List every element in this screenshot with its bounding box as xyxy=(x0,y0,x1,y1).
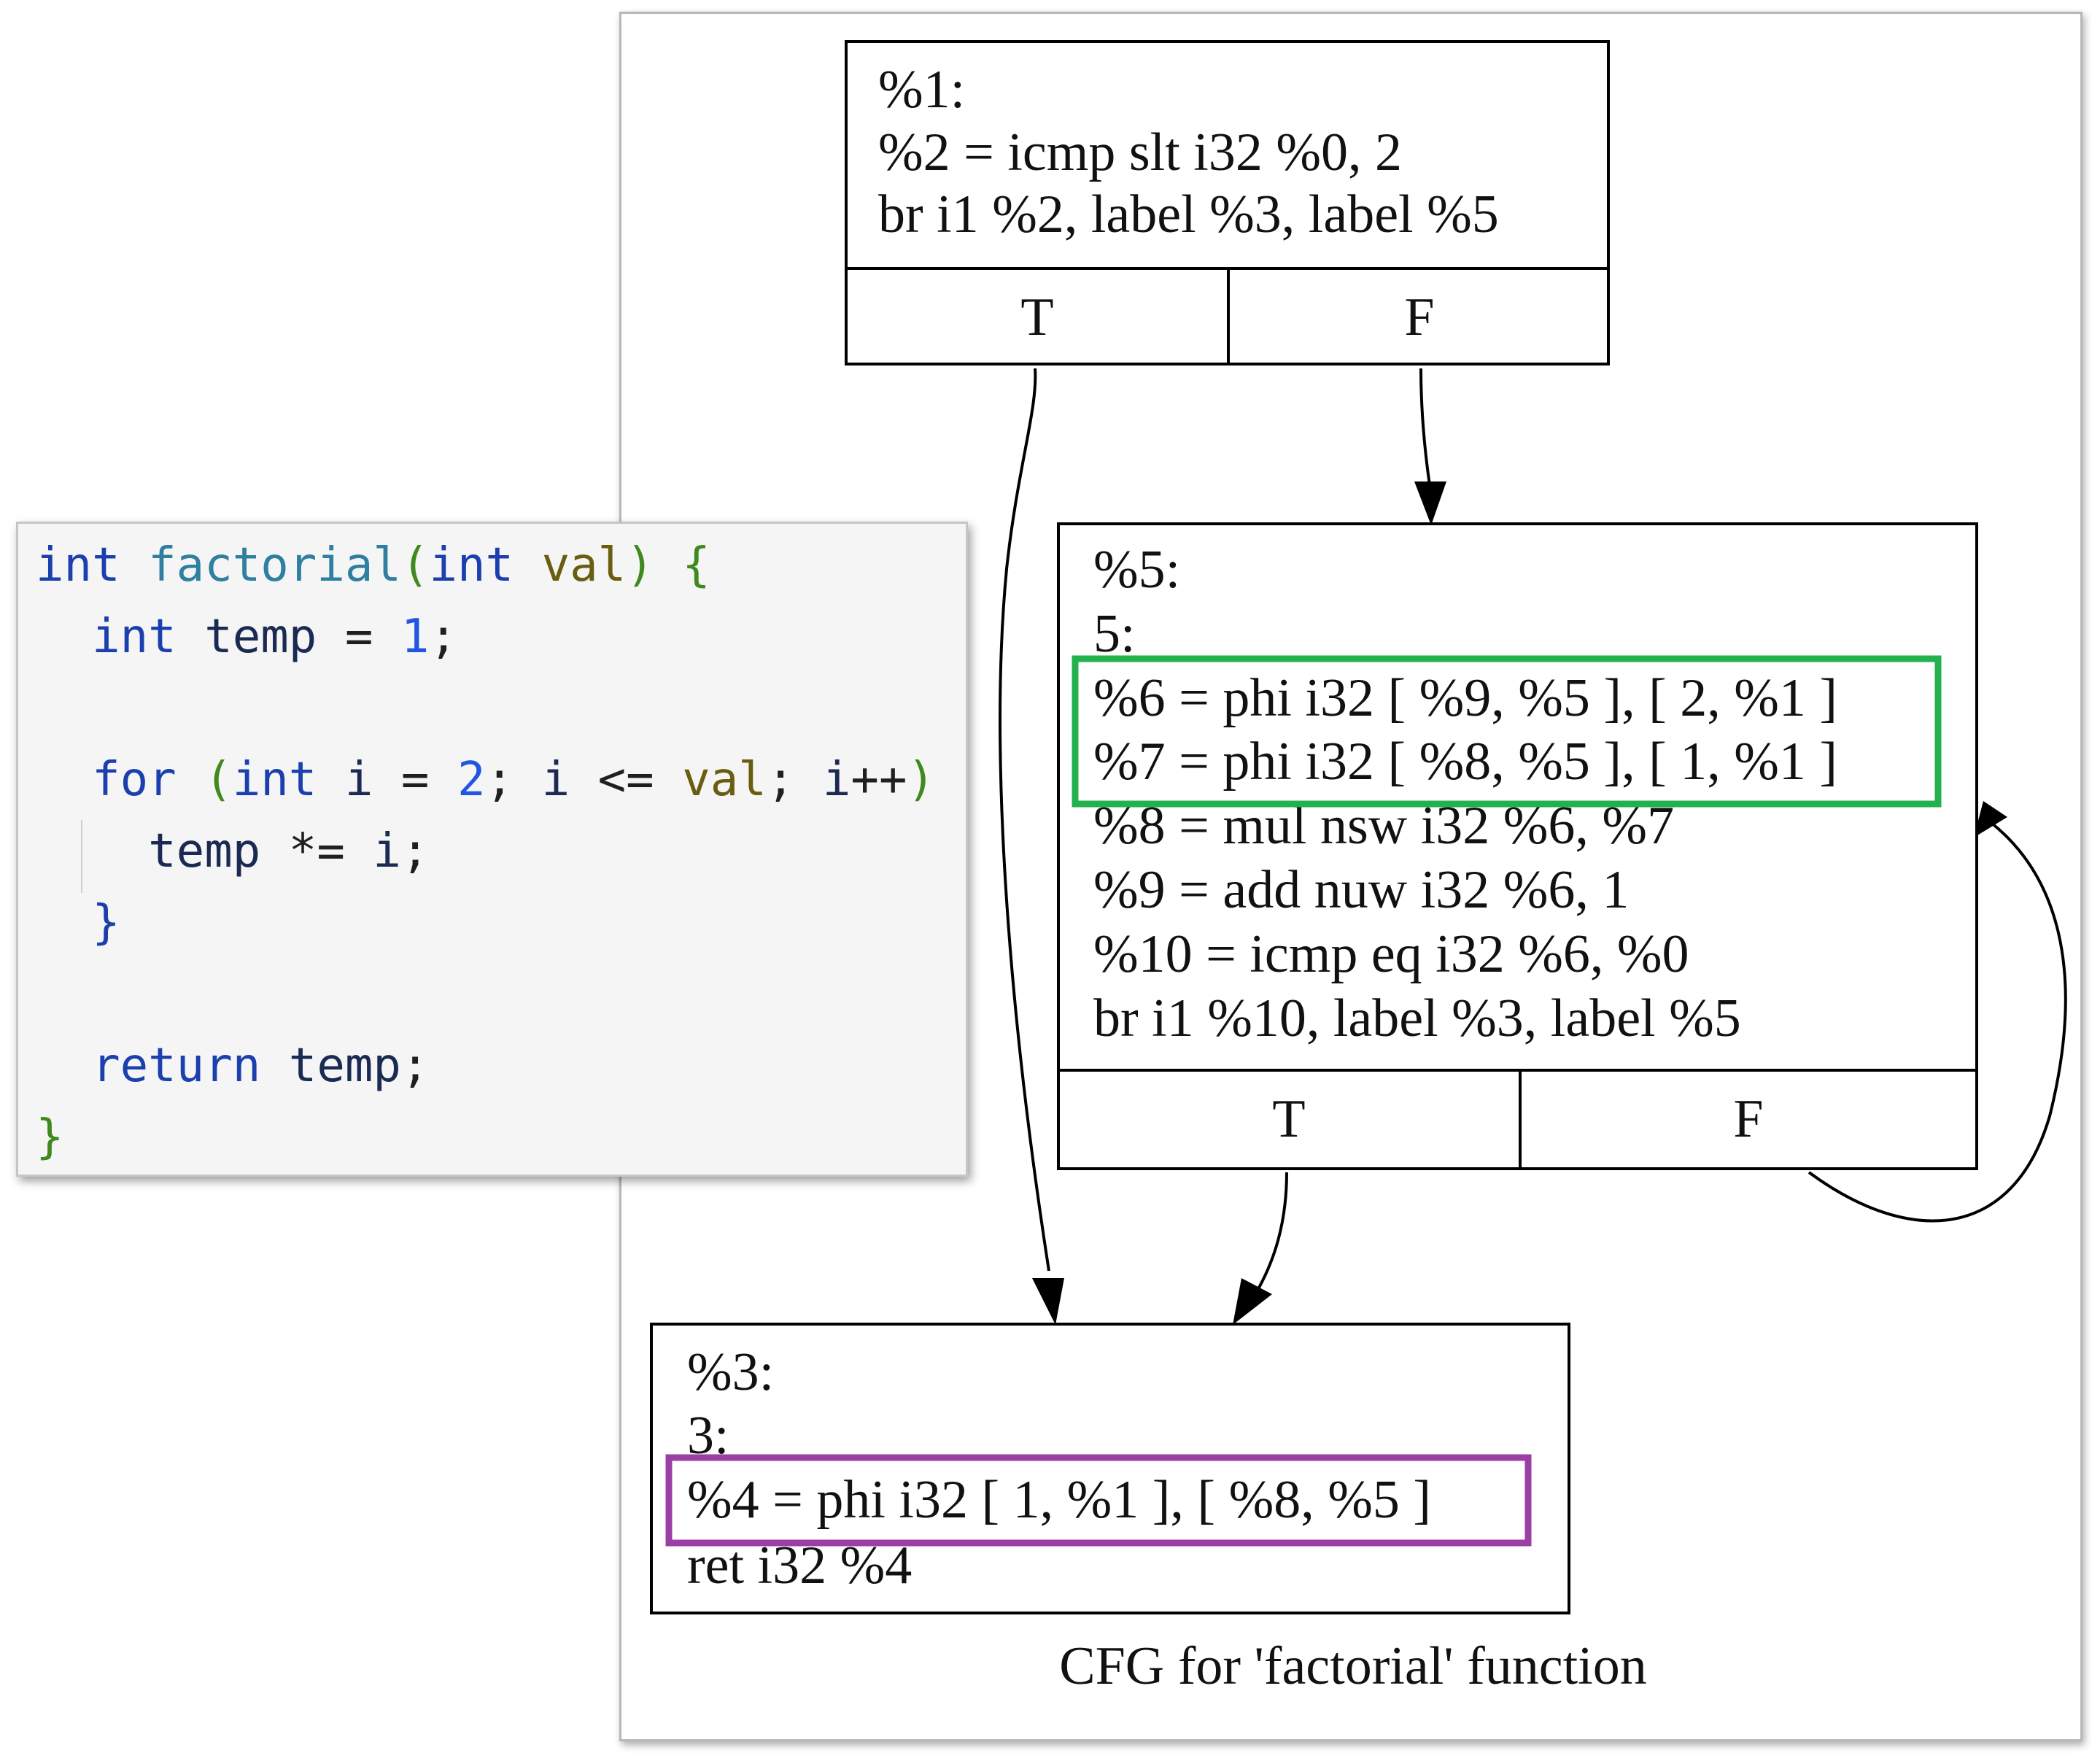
code-token: ; xyxy=(400,1039,430,1093)
edge-entry-false-to-loop xyxy=(1419,368,1431,486)
arrowhead-entry-false xyxy=(1414,481,1446,525)
code-token: ( xyxy=(204,753,233,807)
edge-loop-true-to-exit xyxy=(1258,1172,1288,1288)
exit-line-3: %4 = phi i32 [ 1, %1 ], [ %8, %5 ] xyxy=(687,1470,1431,1530)
code-token: int xyxy=(429,538,514,592)
code-token: i xyxy=(541,753,570,807)
code-token xyxy=(36,824,148,878)
cfg-node-loop: %5: 5: %6 = phi i32 [ %9, %5 ], [ 2, %1 … xyxy=(1057,522,1978,1170)
code-token: val xyxy=(541,538,627,592)
code-line: int factorial(int val) { xyxy=(36,530,710,601)
code-panel: int factorial(int val) { int temp = 1; f… xyxy=(16,522,968,1177)
code-token: i xyxy=(373,824,401,878)
code-token xyxy=(120,538,149,592)
code-token: ; xyxy=(485,753,542,807)
code-line: temp *= i; xyxy=(36,816,429,887)
loop-branch-true: T xyxy=(1272,1089,1305,1149)
code-token: 2 xyxy=(457,753,486,807)
code-line: for (int i = 2; i <= val; i++) { xyxy=(36,744,966,816)
loop-line-4: %7 = phi i32 [ %8, %5 ], [ 1, %1 ] xyxy=(1093,732,1837,792)
code-token xyxy=(36,896,92,950)
code-token: ) xyxy=(907,753,935,807)
loop-line-3: %6 = phi i32 [ %9, %5 ], [ 2, %1 ] xyxy=(1093,668,1837,728)
loop-branch-false: F xyxy=(1733,1089,1763,1149)
edge-entry-true-to-exit xyxy=(999,368,1050,1272)
code-token: val xyxy=(682,753,767,807)
loop-line-1: %5: xyxy=(1093,540,1180,600)
code-token: 1 xyxy=(400,610,430,664)
code-token xyxy=(317,753,345,807)
code-token: i xyxy=(822,753,851,807)
code-token: ) xyxy=(626,538,654,592)
indent-guide xyxy=(81,820,82,893)
code-token: ++ xyxy=(851,753,907,807)
code-token: } xyxy=(36,1110,64,1164)
cfg-node-exit: %3: 3: %4 = phi i32 [ 1, %1 ], [ %8, %5 … xyxy=(650,1323,1570,1614)
code-token: int xyxy=(232,753,317,807)
code-token: *= xyxy=(260,824,373,878)
entry-line-1: %1: xyxy=(878,60,965,120)
code-token: ; xyxy=(400,824,430,878)
loop-line-7: %10 = icmp eq i32 %6, %0 xyxy=(1093,924,1689,984)
code-token: temp xyxy=(204,610,317,664)
code-token: temp xyxy=(288,1039,401,1093)
code-token xyxy=(514,538,542,592)
code-token: ( xyxy=(400,538,430,592)
loop-line-8: br i1 %10, label %3, label %5 xyxy=(1093,989,1741,1048)
code-token: = xyxy=(373,753,457,807)
loop-line-6: %9 = add nuw i32 %6, 1 xyxy=(1093,860,1629,920)
code-token: = xyxy=(317,610,401,664)
arrowhead-loop-false xyxy=(1974,801,2007,837)
code-token: temp xyxy=(148,824,261,878)
code-token xyxy=(177,753,205,807)
code-token xyxy=(654,538,683,592)
code-line: } xyxy=(36,887,120,959)
loop-phi-highlight xyxy=(1072,655,1942,808)
arrowhead-entry-true xyxy=(1032,1278,1064,1325)
cfg-node-entry: %1: %2 = icmp slt i32 %0, 2 br i1 %2, la… xyxy=(845,40,1610,365)
exit-phi-highlight xyxy=(665,1454,1532,1547)
code-token xyxy=(177,610,205,664)
code-token: ; xyxy=(429,610,457,664)
code-token xyxy=(36,610,92,664)
code-token xyxy=(935,753,964,807)
edge-loop-false-self xyxy=(1808,821,2067,1223)
entry-branch-false: F xyxy=(1404,287,1434,347)
code-token: i xyxy=(344,753,373,807)
code-token: for xyxy=(92,753,177,807)
code-token: { xyxy=(964,753,966,807)
code-token: int xyxy=(92,610,177,664)
code-token: int xyxy=(36,538,120,592)
code-token xyxy=(260,1039,289,1093)
loop-line-2: 5: xyxy=(1093,604,1136,664)
code-line: return temp; xyxy=(36,1030,429,1102)
code-token: ; xyxy=(766,753,823,807)
code-line: int temp = 1; xyxy=(36,601,457,673)
arrowhead-loop-true xyxy=(1233,1278,1272,1325)
code-token: { xyxy=(682,538,710,592)
entry-line-3: br i1 %2, label %3, label %5 xyxy=(878,185,1499,244)
cfg-caption: CFG for 'factorial' function xyxy=(1059,1636,1647,1696)
entry-line-2: %2 = icmp slt i32 %0, 2 xyxy=(878,123,1402,182)
exit-line-1: %3: xyxy=(687,1342,774,1402)
code-line: } xyxy=(36,1102,64,1173)
code-token xyxy=(36,753,92,807)
entry-branch-true: T xyxy=(1020,287,1053,347)
code-token: } xyxy=(92,896,120,950)
code-token xyxy=(36,1039,92,1093)
code-token: <= xyxy=(570,753,683,807)
code-token: factorial xyxy=(148,538,401,592)
code-token: return xyxy=(92,1039,261,1093)
